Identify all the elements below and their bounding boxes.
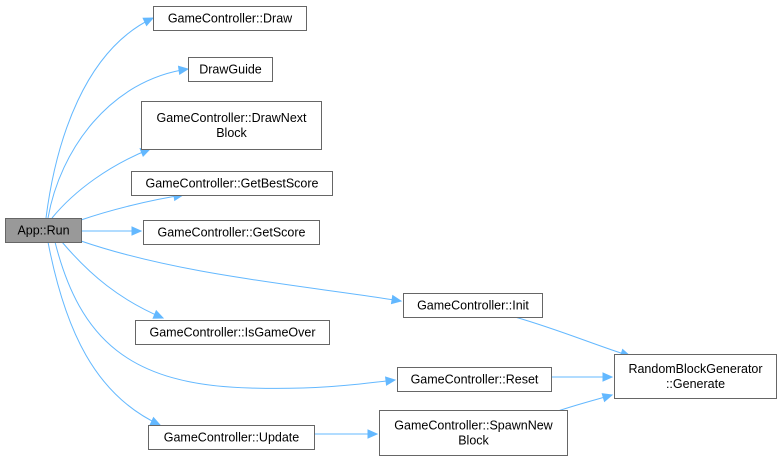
edge-line: [80, 194, 184, 221]
edge-app_run-to-gc_reset: [54, 241, 397, 389]
node-gc-best[interactable]: GameController::GetBestScore: [131, 171, 333, 196]
edge-line: [514, 316, 631, 357]
edge-app_run-to-gc_best: [80, 191, 185, 221]
arrowhead-icon: [152, 309, 165, 319]
edge-app_run-to-gc_init: [80, 240, 403, 305]
node-gc-update[interactable]: GameController::Update: [148, 425, 315, 450]
node-label: GameController::IsGameOver: [149, 326, 315, 340]
node-label: GameController::Draw: [168, 12, 293, 26]
edge-line: [47, 241, 161, 426]
edge-app_run-to-gc_update: [47, 241, 162, 426]
node-gc-draw[interactable]: GameController::Draw: [153, 6, 307, 31]
edge-app_run-to-gc_over: [61, 241, 165, 319]
node-label: GameController::Init: [417, 299, 529, 313]
node-label: DrawGuide: [199, 63, 262, 77]
arrowhead-icon: [385, 376, 397, 386]
node-box: [131, 171, 333, 196]
edge-gc_update-to-gc_spawn: [314, 429, 379, 439]
arrowhead-icon: [131, 226, 143, 236]
edge-app_run-to-gc_score: [81, 226, 143, 236]
node-box: [379, 410, 568, 456]
node-box: [153, 6, 307, 31]
node-box: [135, 320, 330, 345]
edge-gc_spawn-to-rbg_gen: [554, 393, 614, 413]
nodes-layer: App::Run GameController::DrawDrawGuideGam…: [5, 6, 777, 456]
edge-app_run-to-draw_guide: [47, 65, 190, 219]
edge-line: [51, 148, 151, 219]
node-gc-over[interactable]: GameController::IsGameOver: [135, 320, 330, 345]
node-box: [397, 367, 552, 392]
node-label: ::Generate: [666, 377, 725, 391]
node-label: GameController::Reset: [411, 373, 539, 387]
arrowhead-icon: [367, 429, 379, 439]
node-app-run[interactable]: App::Run: [5, 218, 82, 243]
node-draw-guide[interactable]: DrawGuide: [188, 57, 273, 82]
node-label: GameController::DrawNext: [156, 111, 307, 125]
edge-line: [47, 68, 189, 219]
node-gc-init[interactable]: GameController::Init: [403, 293, 543, 318]
node-label: GameController::GetScore: [158, 226, 306, 240]
edge-line: [61, 241, 164, 319]
node-label: GameController::Update: [164, 431, 300, 445]
node-label: App::Run: [17, 224, 69, 238]
node-label: GameController::GetBestScore: [146, 177, 319, 191]
node-box: [614, 354, 777, 399]
edge-gc_reset-to-rbg_gen: [551, 372, 614, 382]
node-box: [148, 425, 315, 450]
arrowhead-icon: [149, 416, 162, 426]
arrowhead-icon: [601, 393, 614, 403]
node-label: Block: [458, 434, 489, 448]
node-gc-reset[interactable]: GameController::Reset: [397, 367, 552, 392]
node-rbg-gen[interactable]: RandomBlockGenerator::Generate: [614, 354, 777, 399]
node-label: Block: [216, 126, 247, 140]
arrowhead-icon: [177, 65, 190, 76]
node-label: RandomBlockGenerator: [628, 362, 762, 376]
node-label: GameController::SpawnNew: [394, 419, 553, 433]
edge-app_run-to-gc_draw: [45, 17, 155, 219]
node-box: [403, 293, 543, 318]
node-box: [188, 57, 273, 82]
arrowhead-icon: [602, 372, 614, 382]
edge-gc_init-to-rbg_gen: [514, 316, 632, 358]
node-box: [141, 101, 322, 150]
node-gc-score[interactable]: GameController::GetScore: [143, 220, 320, 245]
edge-line: [80, 240, 402, 302]
edge-line: [54, 241, 396, 389]
arrowhead-icon: [390, 294, 403, 305]
node-box: [143, 220, 320, 245]
node-box: [5, 218, 82, 243]
arrowhead-icon: [142, 17, 155, 27]
edge-line: [45, 17, 154, 219]
